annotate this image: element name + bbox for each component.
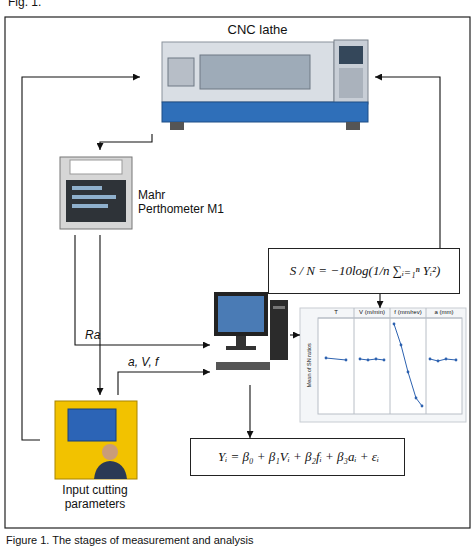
lathe-foot: [170, 122, 184, 130]
perthometer-printer: [70, 160, 122, 174]
data-line: [430, 359, 456, 361]
figure-label: Fig. 1.: [8, 0, 41, 9]
formula-box: S / N = −10log(1/n ∑ᵢ₌₁ⁿ Yᵢ²): [268, 248, 460, 294]
computer-illustration: [214, 292, 288, 370]
flow-arrow: [290, 334, 300, 335]
instrument-node: Mahr Perthometer M1: [55, 150, 260, 235]
panel-divider: [426, 308, 427, 414]
machine-node: CNC lathe: [140, 22, 375, 134]
formula-text: Yᵢ = β₀ + β₁Vᵢ + β₂fᵢ + β₃aᵢ + εᵢ: [191, 449, 406, 465]
monitor-stand: [236, 336, 246, 346]
flow-arrow: [379, 294, 380, 308]
monitor-frame: [214, 292, 268, 336]
axis-label: a (mm): [426, 309, 462, 316]
flow-arrow: [118, 372, 210, 395]
monitor-foot: [226, 346, 256, 350]
operator-illustration: [55, 401, 137, 479]
machine-screen: [68, 409, 116, 441]
lathe-control-panel: [334, 40, 368, 104]
drive-slot: [273, 306, 285, 309]
data-points: [325, 323, 458, 408]
data-line: [360, 359, 384, 360]
signal-label: Ra: [85, 328, 100, 342]
axis-label: V (m/min): [354, 309, 390, 316]
flow-arrow: [249, 385, 250, 438]
flow-arrow: [75, 235, 210, 345]
computer-node: [210, 285, 290, 385]
formula-box: Yᵢ = β₀ + β₁Vᵢ + β₂fᵢ + β₃aᵢ + εᵢ: [190, 438, 405, 476]
axis-label: f (mm/rev): [390, 309, 426, 316]
screen-line: [72, 186, 102, 190]
node-label: Input cutting parameters: [40, 483, 150, 512]
perthometer-illustration: [60, 157, 132, 229]
panel-divider: [354, 308, 355, 414]
flow-arrow: [100, 134, 152, 150]
lathe-base: [162, 102, 368, 122]
input-node: Input cutting parameters: [40, 395, 150, 513]
flow-arrow: [22, 77, 140, 440]
keyboard: [216, 362, 270, 370]
operator-body: [94, 461, 127, 479]
lathe-window: [200, 55, 310, 89]
panel-divider: [390, 308, 391, 414]
lathe-chuck: [168, 58, 194, 86]
lathe-foot: [346, 122, 360, 130]
chart-background: [300, 308, 466, 422]
node-label: Mahr Perthometer M1: [138, 188, 233, 217]
figure-caption: Figure 1. The stages of measurement and …: [6, 534, 468, 547]
perthometer-case: [60, 157, 132, 229]
screen-line: [72, 204, 108, 208]
lathe-body: [162, 42, 334, 102]
flow-arrow: [99, 235, 100, 395]
machine-panel: [55, 401, 137, 479]
flow-arrow: [375, 77, 440, 248]
operator-head: [102, 444, 118, 460]
lathe-screen: [339, 46, 363, 64]
monitor-screen: [218, 296, 264, 332]
screen-line: [72, 195, 116, 199]
axis-label: T: [318, 309, 354, 316]
signal-label: a, V, f: [128, 355, 158, 369]
sn-chart-plot: [300, 308, 466, 422]
data-line: [326, 358, 346, 360]
header-rule: [318, 318, 462, 319]
perthometer-screen: [66, 180, 126, 222]
formula-text: S / N = −10log(1/n ∑ᵢ₌₁ⁿ Yᵢ²): [269, 263, 461, 279]
lathe-illustration: [162, 40, 368, 130]
node-label: CNC lathe: [140, 22, 375, 38]
lathe-keypad: [339, 68, 363, 98]
data-line: [394, 324, 422, 406]
figure-frame: [5, 17, 470, 528]
chart-node: TV (m/min)f (mm/rev)a (mm) Mean of SN rat…: [300, 308, 466, 422]
axis-label: Mean of SN ratios: [306, 326, 313, 404]
computer-tower: [270, 300, 288, 360]
